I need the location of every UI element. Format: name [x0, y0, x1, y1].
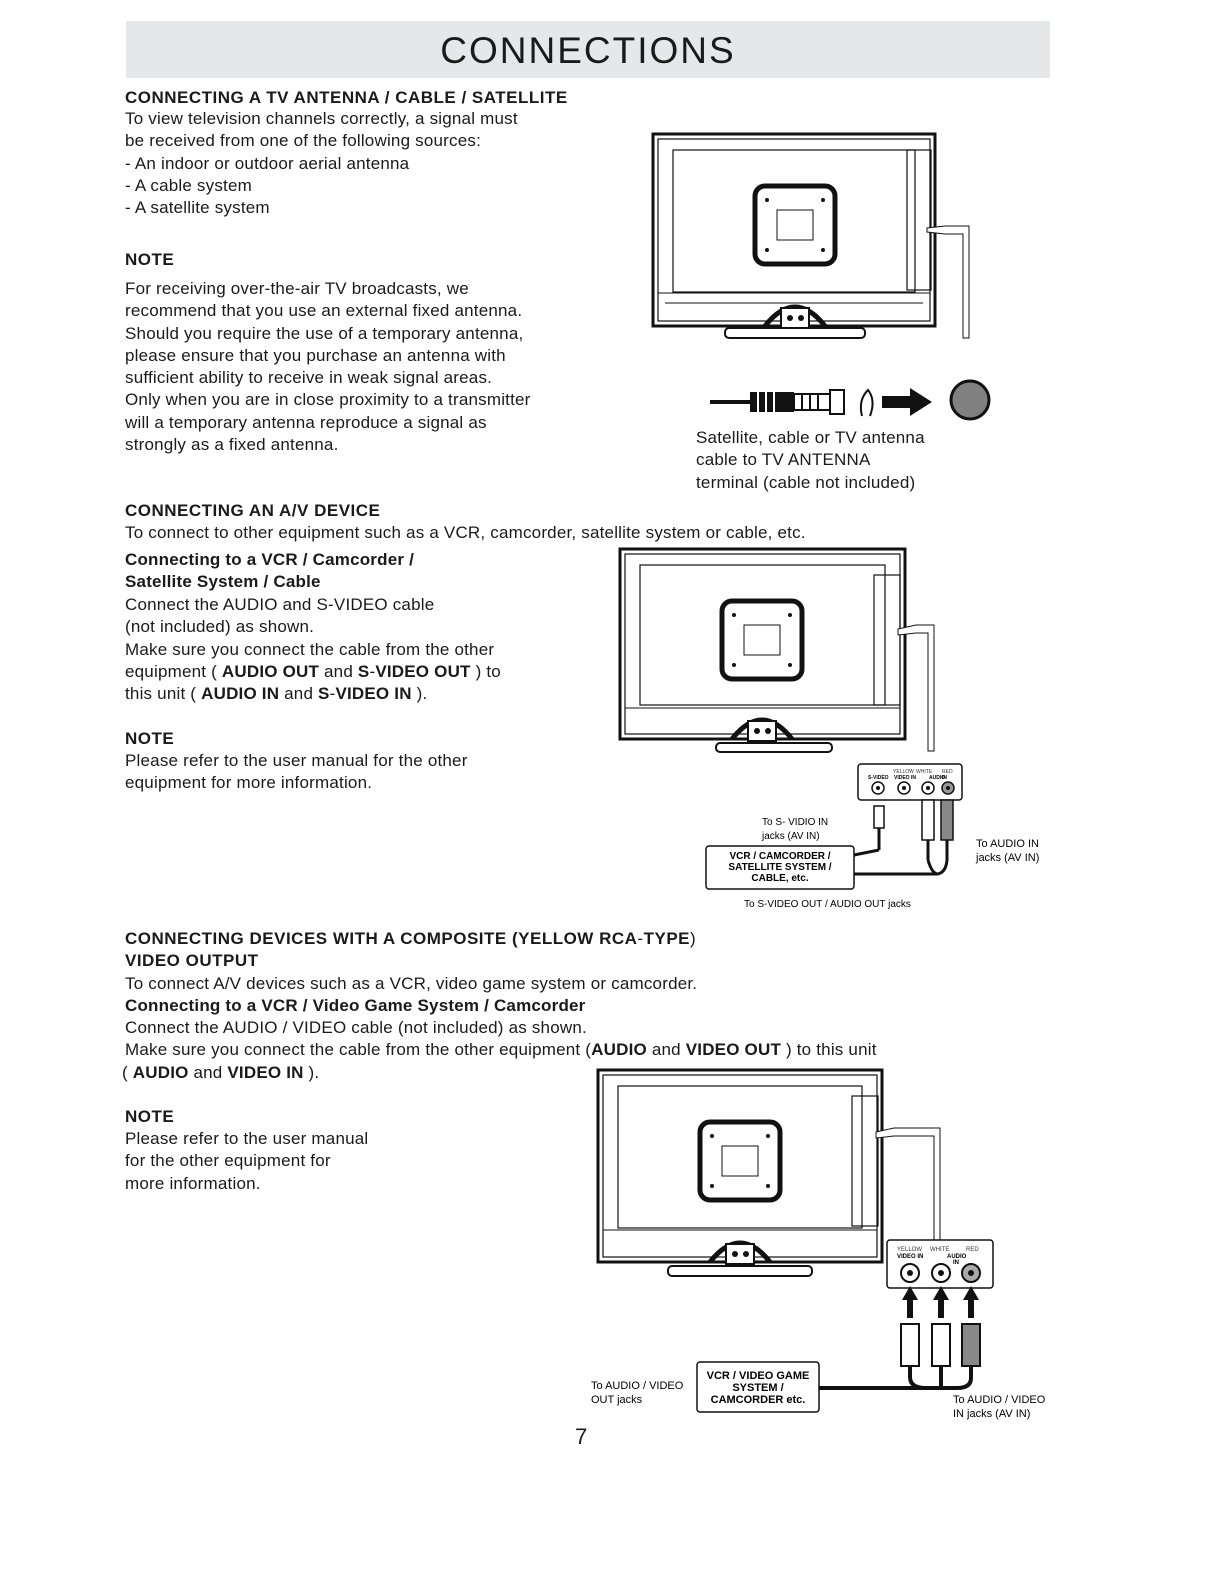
section3-body: Connect the AUDIO / VIDEO cable (not inc…	[125, 1018, 877, 1060]
page-number: 7	[575, 1424, 588, 1449]
panel-color-white: WHITE	[916, 769, 933, 775]
section1-intro: To view television channels correctly, a…	[125, 109, 518, 218]
panel-svideo-label: S-VIDEO	[868, 775, 889, 781]
section1-heading: CONNECTING A TV ANTENNA / CABLE / SATELL…	[125, 88, 568, 107]
section2-subheading: Connecting to a VCR / Camcorder / Satell…	[125, 550, 415, 592]
section3-body-line3: ( AUDIO and VIDEO IN ).	[122, 1063, 320, 1082]
panel3-videoin-label: VIDEO IN	[897, 1254, 923, 1260]
label-av-out: To AUDIO / VIDEO	[591, 1380, 684, 1392]
section3-subheading: Connecting to a VCR / Video Game System …	[125, 996, 586, 1015]
antenna-cable-diagram	[710, 379, 991, 421]
panel-color-yellow: YELLOW	[893, 769, 914, 775]
section2-body: Connect the AUDIO and S-VIDEO cable (not…	[125, 595, 501, 704]
device3-box-line2: SYSTEM /	[732, 1382, 783, 1394]
label-av-in-jacks: IN jacks (AV IN)	[953, 1408, 1030, 1420]
page-title: CONNECTIONS	[440, 30, 736, 71]
label-audio-jacks: jacks (AV IN)	[975, 852, 1039, 864]
av-connection-diagram: YELLOW WHITE RED S-VIDEO VIDEO IN AUDIO …	[705, 763, 1039, 910]
device-box-line2: SATELLITE SYSTEM /	[728, 862, 831, 873]
label-av-in: To AUDIO / VIDEO	[953, 1394, 1046, 1406]
section1-note: For receiving over-the-air TV broadcasts…	[125, 279, 531, 455]
section3-heading-2: VIDEO OUTPUT	[125, 951, 259, 970]
antenna-caption: Satellite, cable or TV antenna cable to …	[696, 428, 925, 492]
device-box-line3: CABLE, etc.	[751, 873, 808, 884]
section3-intro: To connect A/V devices such as a VCR, vi…	[125, 974, 698, 993]
label-svideo-jacks: jacks (AV IN)	[761, 831, 820, 842]
section2-intro: To connect to other equipment such as a …	[125, 523, 806, 542]
label-svideo-in: To S- VIDIO IN	[762, 817, 828, 828]
section2-heading: CONNECTING AN A/V DEVICE	[125, 501, 381, 520]
header-bar	[126, 21, 1050, 78]
label-av-out-jacks: OUT jacks	[591, 1394, 643, 1406]
section3-note-heading: NOTE	[125, 1107, 175, 1126]
tv-rear-diagram-composite	[596, 1068, 941, 1277]
tv-rear-diagram-av	[618, 547, 935, 753]
section3-heading: CONNECTING DEVICES WITH A COMPOSITE (YEL…	[125, 929, 697, 948]
av-device-box	[705, 845, 855, 890]
panel3-audio-label: AUDIO	[947, 1254, 967, 1260]
panel3-color-red: RED	[966, 1247, 979, 1253]
section2-note: Please refer to the user manual for the …	[125, 751, 468, 793]
label-audio-in: To AUDIO IN	[976, 838, 1039, 850]
panel3-in-label: IN	[953, 1260, 959, 1266]
panel-videoin-label: VIDEO IN	[894, 775, 916, 781]
composite-connection-diagram: YELLOW WHITE RED VIDEO IN AUDIO IN VCR /…	[591, 1239, 1046, 1420]
tv-rear-diagram-antenna	[651, 132, 970, 339]
device-box-line1: VCR / CAMCORDER /	[729, 851, 830, 862]
panel3-color-white: WHITE	[930, 1247, 949, 1253]
section2-note-heading: NOTE	[125, 729, 175, 748]
device3-box-line1: VCR / VIDEO GAME	[707, 1370, 810, 1382]
panel-audio-label: AUDIO	[929, 775, 945, 781]
panel-color-red: RED	[942, 769, 953, 775]
section3-note: Please refer to the user manual for the …	[125, 1129, 369, 1193]
device3-box-line3: CAMCORDER etc.	[711, 1394, 806, 1406]
composite-device-box	[696, 1361, 820, 1413]
section1-note-heading: NOTE	[125, 250, 175, 269]
label-svideo-out-jacks: To S-VIDEO OUT / AUDIO OUT jacks	[744, 899, 911, 910]
panel3-color-yellow: YELLOW	[897, 1247, 922, 1253]
panel-in-label: IN	[942, 775, 947, 781]
